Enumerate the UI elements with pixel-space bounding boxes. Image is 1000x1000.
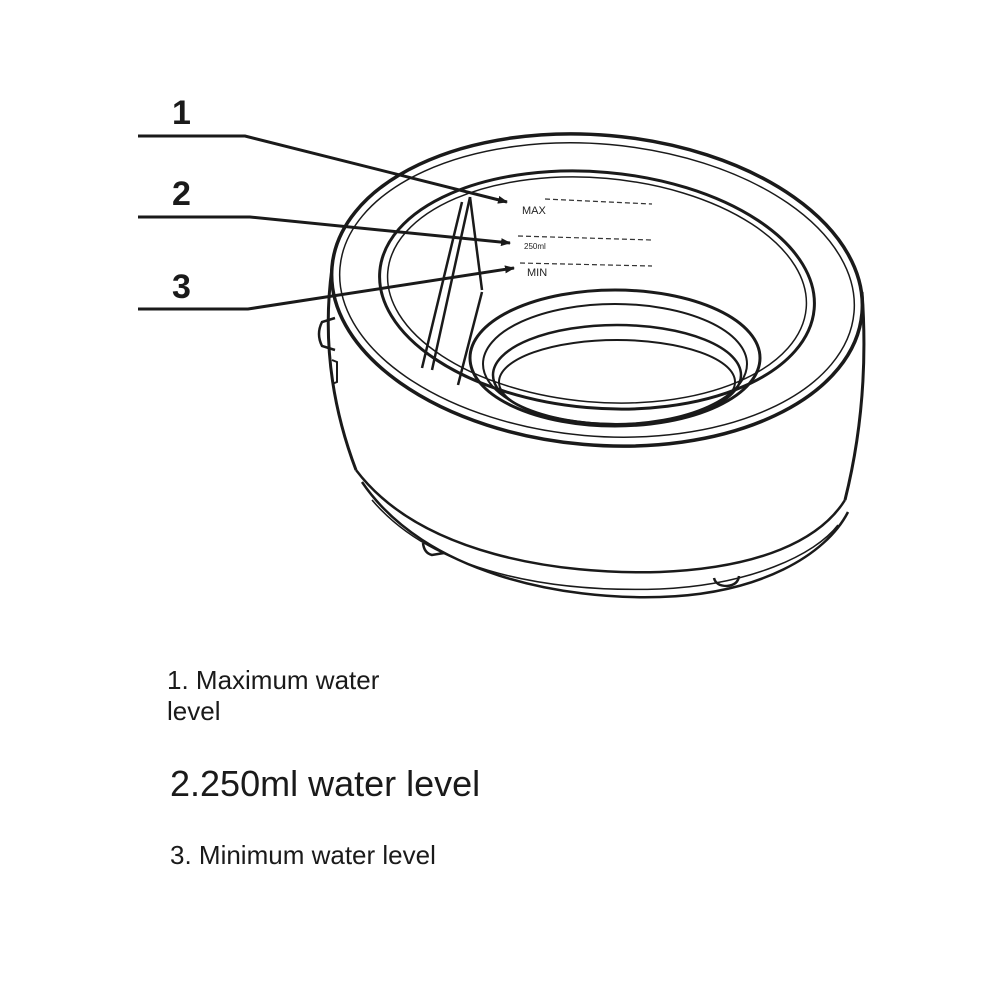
base-band-top [355, 469, 847, 574]
scale-mark-max: MAX [522, 198, 653, 217]
base-band-bottom [360, 481, 850, 599]
leader-line-1 [138, 134, 508, 204]
scale-mark-250: 250ml [517, 235, 653, 251]
callout-leaders [138, 134, 515, 311]
leader-line-2 [138, 215, 511, 247]
body-wall [326, 267, 866, 501]
heating-plate-rim [482, 303, 748, 425]
caption-250ml-water-level: 2.250ml water level [170, 763, 481, 804]
rim-inner-lip [386, 176, 808, 404]
scale-label-max: MAX [522, 205, 547, 217]
scale-markings: MAX 250ml MIN [517, 198, 653, 279]
heating-plate-base [498, 339, 736, 425]
side-knob [317, 316, 338, 385]
scale-mark-min: MIN [519, 262, 653, 279]
caption-min-water-level: 3. Minimum water level [170, 840, 436, 870]
scale-label-min: MIN [527, 267, 547, 279]
base-band-inner [371, 499, 839, 591]
scale-label-250: 250ml [524, 242, 546, 251]
callout-number-1: 1 [172, 94, 191, 132]
caption-max-water-level: 1. Maximum water level [167, 665, 380, 727]
callout-number-3: 3 [172, 268, 191, 306]
rim-outer [329, 132, 865, 448]
callout-number-2: 2 [172, 175, 191, 213]
feet [421, 542, 741, 588]
water-level-diagram: MAX 250ml MIN 1 2 3 [138, 94, 866, 599]
rim-inner [378, 169, 816, 411]
appliance-drawing [317, 132, 866, 599]
leader-line-3 [138, 265, 515, 311]
rim-outer-lip [338, 142, 856, 438]
